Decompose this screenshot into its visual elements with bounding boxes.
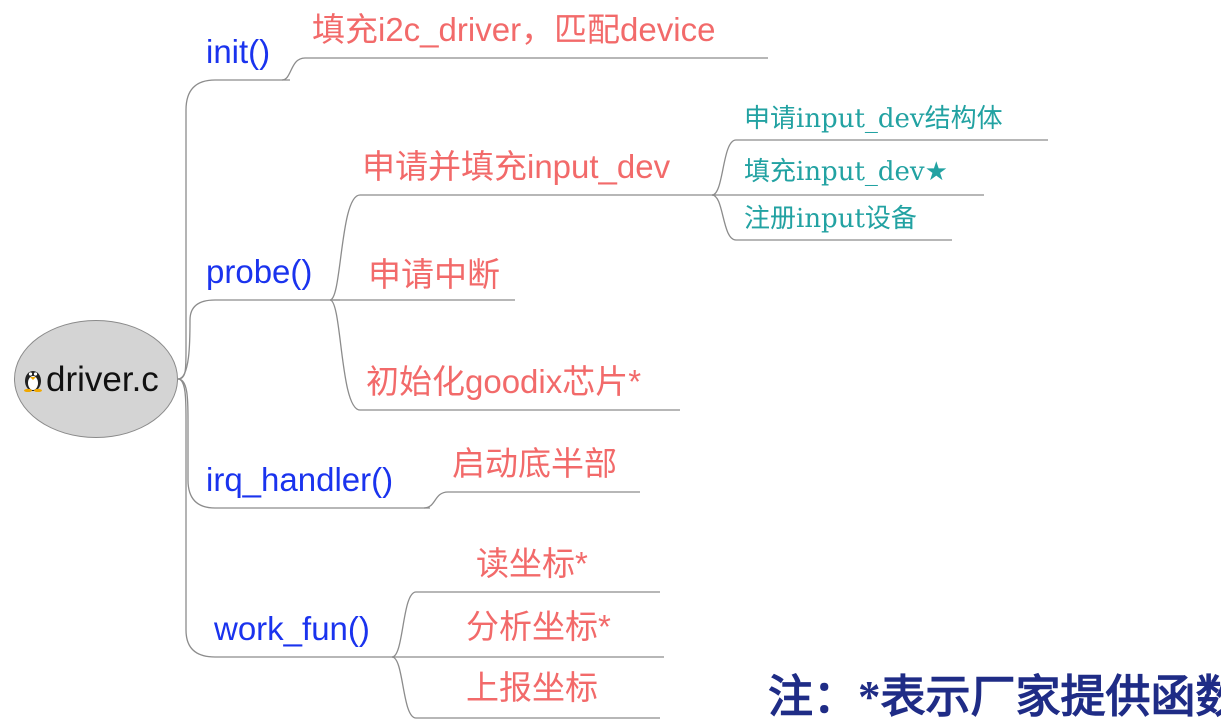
- connector-inputdev-alloc: [711, 139, 1048, 196]
- linux-penguin-icon: [24, 371, 42, 392]
- footnote: 注：*表示厂家提供函数: [768, 672, 1221, 722]
- connector-inputdev-register: [711, 194, 952, 241]
- branch-work-fun[interactable]: work_fun(): [214, 610, 370, 647]
- node-parse-coords[interactable]: 分析坐标*: [466, 608, 611, 645]
- connector-probe-inputdev: [329, 194, 716, 301]
- connector-root-work: [177, 378, 395, 658]
- node-request-irq[interactable]: 申请中断: [368, 256, 500, 293]
- node-init-goodix[interactable]: 初始化goodix芯片*: [366, 363, 642, 400]
- connector-irq-child: [423, 491, 640, 509]
- connector-root-init: [177, 79, 290, 380]
- root-label: driver.c: [46, 360, 159, 399]
- branch-irq-handler[interactable]: irq_handler(): [206, 461, 394, 498]
- node-alloc-input-dev[interactable]: 申请input_dev结构体: [744, 104, 1003, 134]
- branch-init[interactable]: init(): [206, 33, 271, 70]
- connector-init-child: [281, 57, 768, 81]
- node-report-coords[interactable]: 上报坐标: [466, 669, 598, 706]
- node-register-input[interactable]: 注册input设备: [744, 204, 917, 234]
- node-read-coords[interactable]: 读坐标*: [476, 545, 588, 582]
- node-bottom-half[interactable]: 启动底半部: [452, 445, 617, 482]
- node-input-dev[interactable]: 申请并填充input_dev: [362, 148, 671, 185]
- connector-root-probe: [177, 299, 340, 380]
- connector-root-irq: [177, 378, 430, 509]
- connector-work-read: [391, 591, 660, 658]
- node-fill-input-dev[interactable]: 填充input_dev★: [744, 157, 948, 187]
- connector-work-report: [391, 656, 660, 719]
- branch-probe[interactable]: probe(): [206, 253, 313, 290]
- connector-probe-chip: [329, 299, 680, 411]
- node-fill-i2c-driver[interactable]: 填充i2c_driver，匹配device: [312, 11, 716, 48]
- root-node[interactable]: [14, 320, 178, 438]
